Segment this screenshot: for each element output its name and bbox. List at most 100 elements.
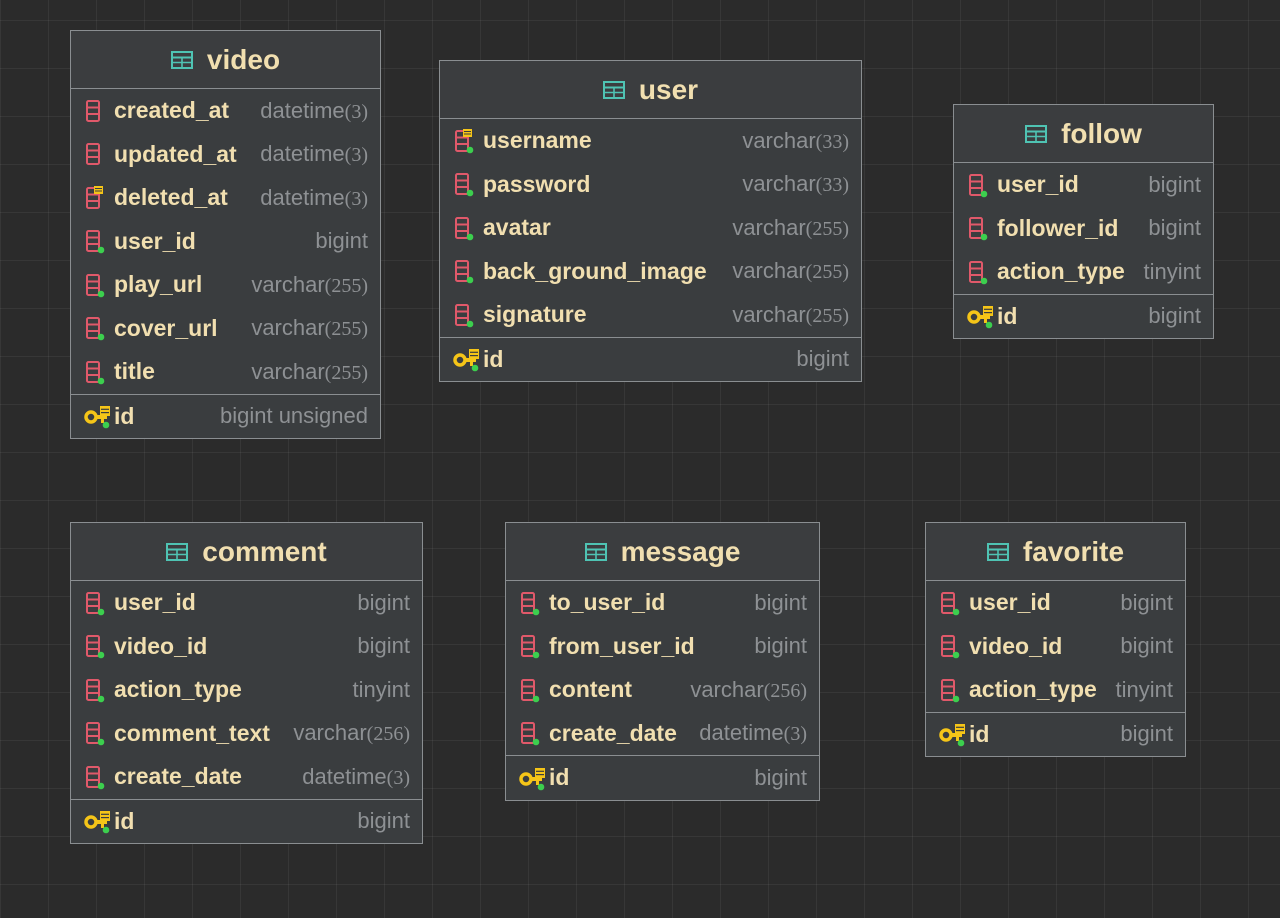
not-null-column-icon (939, 676, 969, 704)
column-type: bigint (1148, 215, 1201, 241)
column-type-name: bigint (754, 589, 807, 615)
not-null-column-icon (84, 632, 114, 660)
column-name: title (114, 358, 155, 385)
table-header[interactable]: follow (954, 105, 1213, 163)
column-name: action_type (114, 676, 242, 703)
column-type: varchar(255) (251, 359, 368, 385)
column-type: varchar(255) (251, 315, 368, 341)
column-type-name: varchar (742, 127, 816, 153)
column-type: varchar(255) (732, 258, 849, 284)
column-name: create_date (549, 719, 677, 746)
column-type: datetime(3) (699, 720, 807, 746)
table-header[interactable]: comment (71, 523, 422, 581)
column-name: id (114, 402, 135, 429)
column-type-name: bigint (315, 228, 368, 254)
table-icon (602, 80, 625, 99)
primary-key-section: id bigint (71, 798, 422, 844)
not-null-column-icon (967, 171, 997, 199)
column-icon (84, 97, 114, 125)
column-name: user_id (969, 589, 1051, 616)
table-icon (584, 542, 607, 561)
column-type: bigint unsigned (220, 403, 368, 429)
column-name: signature (483, 301, 587, 328)
column-type: datetime(3) (260, 185, 368, 211)
table-header[interactable]: video (71, 31, 380, 89)
not-null-column-icon (967, 258, 997, 286)
not-null-column-icon (967, 214, 997, 242)
table-header[interactable]: favorite (926, 523, 1185, 581)
table-icon (170, 50, 193, 69)
column-type-name: bigint (357, 633, 410, 659)
column-type-name: bigint (357, 808, 410, 834)
column-icon (84, 140, 114, 168)
primary-key-row[interactable]: id bigint unsigned (71, 395, 380, 439)
column-name: play_url (114, 271, 203, 298)
column-type-name: bigint (1120, 633, 1173, 659)
column-row[interactable]: create_date datetime(3) (506, 712, 819, 756)
column-type-name: bigint (357, 589, 410, 615)
column-type: varchar(255) (732, 215, 849, 241)
column-type-name: datetime (260, 97, 345, 123)
column-name: created_at (114, 97, 230, 124)
column-type-name: bigint (1148, 215, 1201, 241)
column-type-name: datetime (260, 184, 345, 210)
table-title: user (638, 73, 699, 105)
table-header[interactable]: message (506, 523, 819, 581)
column-row[interactable]: user_id bigint (71, 220, 380, 264)
not-null-column-icon (84, 763, 114, 791)
column-type: bigint (1148, 172, 1201, 198)
column-name: id (549, 764, 570, 791)
not-null-column-icon (84, 227, 114, 255)
primary-key-icon (84, 807, 114, 835)
column-type-length: (3) (783, 723, 807, 746)
column-row[interactable]: follower_id bigint (954, 207, 1213, 251)
column-name: follower_id (997, 214, 1119, 241)
column-name: id (114, 807, 135, 834)
column-name: user_id (114, 227, 196, 254)
not-null-column-icon (84, 271, 114, 299)
not-null-column-icon (519, 719, 549, 747)
table-header[interactable]: user (440, 61, 861, 119)
primary-key-row[interactable]: id bigint (71, 800, 422, 844)
column-type-name: varchar (251, 271, 325, 297)
table-icon (166, 542, 189, 561)
not-null-column-icon (453, 170, 483, 198)
column-row[interactable]: title varchar(255) (71, 350, 380, 394)
column-type-name: bigint (1148, 303, 1201, 329)
